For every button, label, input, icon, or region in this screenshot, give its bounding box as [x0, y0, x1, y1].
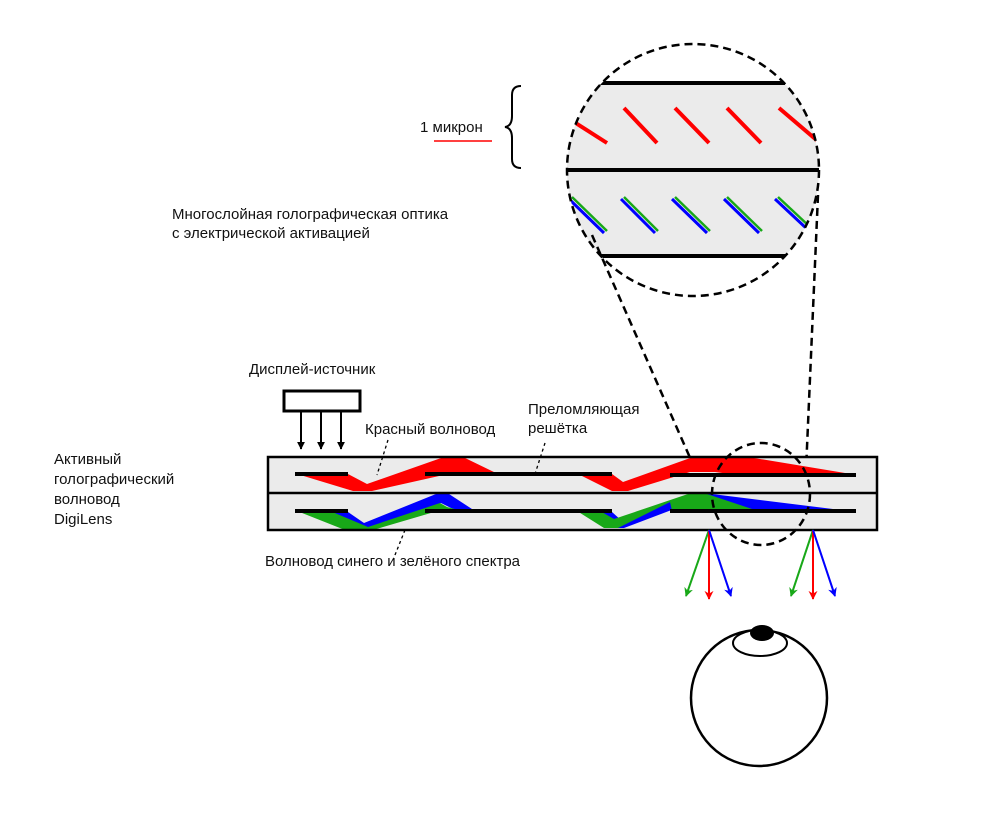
active-waveguide-line-4: DigiLens: [54, 511, 113, 528]
blue-ray: [812, 529, 837, 597]
active-waveguide-line-3: волновод: [54, 491, 120, 508]
magnified-view: [565, 42, 821, 298]
eye-icon: [689, 625, 829, 768]
micron-label: 1 микрон: [420, 119, 483, 136]
grating-line-1: Преломляющая: [528, 401, 640, 418]
red-fringe: [673, 106, 711, 145]
red-fringe: [622, 106, 659, 145]
display-source: [282, 389, 362, 450]
blue-fringe: [722, 197, 761, 235]
green-fringe: [726, 196, 763, 232]
red-waveguide-leader: [376, 439, 389, 476]
green-beam: [297, 503, 466, 530]
blue-green-leader: [392, 529, 406, 561]
projection-line-right: [804, 194, 820, 471]
blue-fringe: [773, 197, 808, 230]
green-fringe: [777, 196, 810, 227]
blue-fringe: [670, 197, 709, 235]
blue-beam: [325, 494, 475, 528]
green-fringe: [674, 196, 711, 232]
blue-green-waveguide-label: Волновод синего и зелёного спектра: [265, 553, 521, 570]
diffraction-grating-label: Преломляющая решётка: [528, 400, 639, 438]
micron-brace: [504, 85, 522, 169]
red-beam: [297, 457, 498, 491]
active-waveguide-label: Активный голографический волновод DigiLe…: [54, 450, 174, 530]
red-light-path: [297, 457, 851, 491]
green-ray: [684, 529, 710, 597]
zoom-source-circle: [710, 441, 812, 547]
red-beam: [578, 457, 733, 491]
active-waveguide-line-1: Активный: [54, 451, 122, 468]
blue-ray: [708, 529, 733, 597]
magnifier-circle: [565, 42, 821, 298]
multilayer-optics-line-2: с электрической активацией: [172, 225, 370, 242]
active-waveguide-line-2: голографический: [54, 471, 175, 488]
grating-bars: [295, 472, 856, 513]
red-beam-outcoupled: [693, 457, 851, 474]
multilayer-optics-label: Многослойная голографическая оптика с эл…: [172, 205, 448, 243]
red-fringe: [777, 106, 819, 145]
outcoupled-rays-right: [789, 529, 837, 600]
blue-fringe: [567, 197, 606, 235]
display-source-box: [282, 389, 362, 413]
blue-fringe: [619, 197, 657, 235]
green-fringe: [571, 196, 608, 232]
grating-line-2: решётка: [528, 420, 588, 437]
green-fringe: [623, 196, 659, 232]
green-ray: [789, 529, 814, 597]
waveguide-stack: [266, 455, 879, 532]
green-blue-grating-fringes: [567, 196, 810, 235]
display-source-label: Дисплей-источник: [249, 361, 376, 378]
pupil: [750, 625, 774, 641]
red-fringe: [725, 106, 763, 145]
outcoupled-rays-left: [684, 529, 733, 600]
multilayer-optics-line-1: Многослойная голографическая оптика: [172, 206, 449, 223]
red-waveguide-label: Красный волновод: [365, 421, 496, 438]
